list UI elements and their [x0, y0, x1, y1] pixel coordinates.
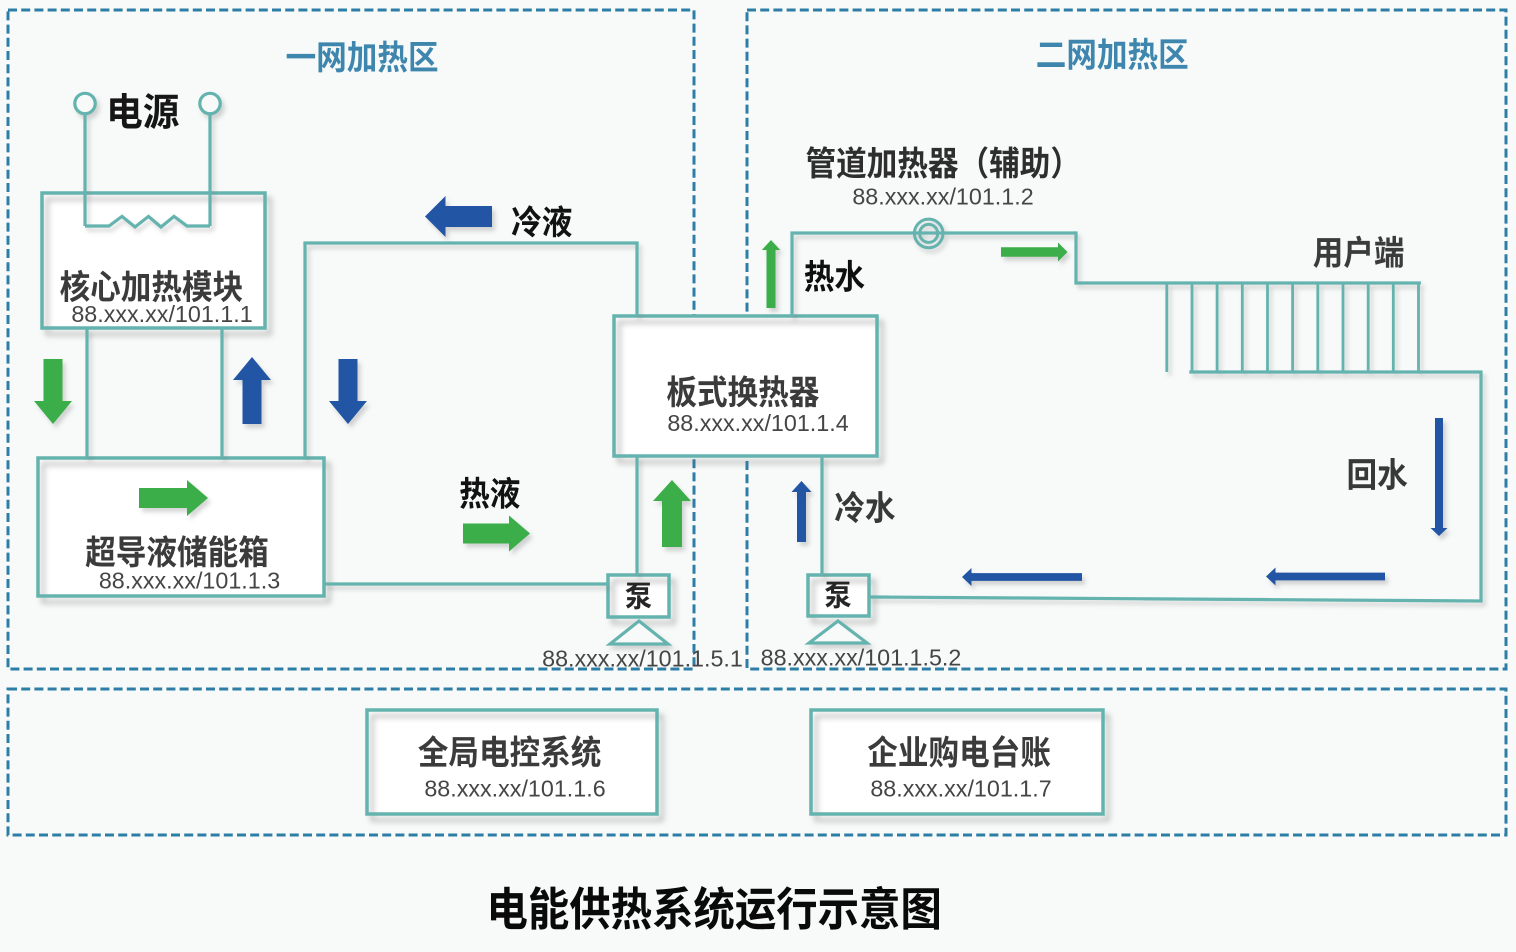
svg-text:88.xxx.xx/101.1.2: 88.xxx.xx/101.1.2 [852, 183, 1033, 209]
svg-text:88.xxx.xx/101.1.4: 88.xxx.xx/101.1.4 [667, 410, 848, 436]
svg-text:88.xxx.xx/101.1.5.2: 88.xxx.xx/101.1.5.2 [761, 644, 962, 670]
svg-text:88.xxx.xx/101.1.6: 88.xxx.xx/101.1.6 [424, 775, 605, 801]
svg-text:88.xxx.xx/101.1.1: 88.xxx.xx/101.1.1 [71, 301, 252, 327]
svg-text:88.xxx.xx/101.1.7: 88.xxx.xx/101.1.7 [870, 775, 1051, 801]
svg-text:88.xxx.xx/101.1.5.1: 88.xxx.xx/101.1.5.1 [542, 645, 743, 671]
svg-text:88.xxx.xx/101.1.3: 88.xxx.xx/101.1.3 [99, 567, 280, 593]
